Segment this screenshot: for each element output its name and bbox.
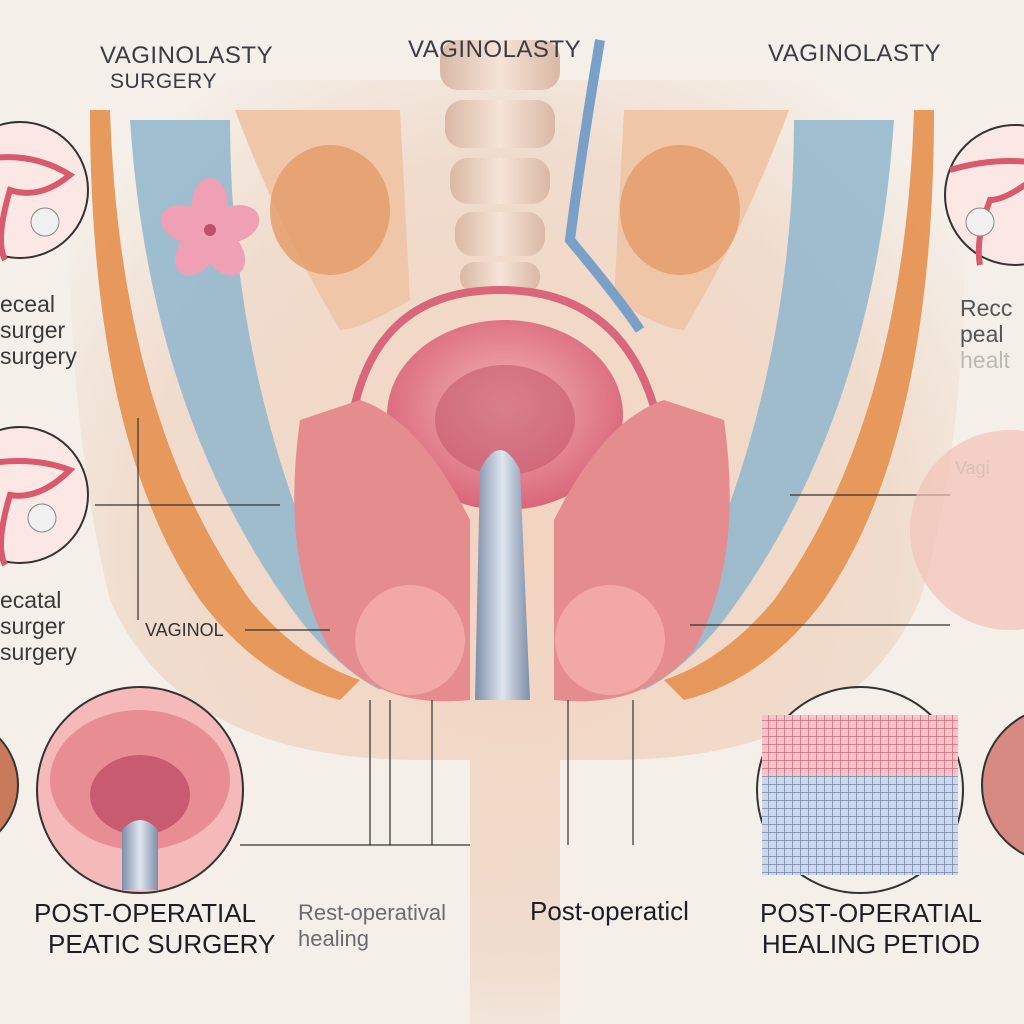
vessel	[564, 39, 645, 333]
header-center: VAGINOLASTY	[408, 36, 582, 63]
inset-right-upper	[944, 124, 1024, 266]
left-lower-line2: surger	[0, 612, 66, 639]
caption-left-line1: POST-OPERATIAL	[34, 898, 257, 928]
inset-right-middle	[910, 430, 1024, 630]
left-lower-line3: surgery	[0, 638, 77, 665]
left-upper-line2: surger	[0, 316, 66, 343]
right-upper-line1: Recc	[960, 295, 1013, 321]
caption-center-left: Rest-operatival healing	[298, 900, 446, 952]
header-left-line1: VAGINOLASTY	[100, 42, 274, 69]
right-ghost-label: Vagi	[955, 458, 990, 478]
header-left-line2: SURGERY	[110, 70, 217, 93]
flower-icon	[160, 178, 260, 276]
inset-bottom-left	[36, 686, 244, 894]
left-upper-line3: surgery	[0, 342, 77, 369]
caption-right-line2: HEALING PETIOD	[761, 928, 981, 959]
inset-right-lower-edge	[981, 714, 1024, 856]
caption-left-line2: PEATIC SURGERY	[48, 928, 276, 959]
leaf-left	[270, 145, 390, 275]
left-upper-line1: eceal	[0, 291, 55, 317]
header-right: VAGINOLASTY	[768, 40, 942, 67]
caption-center-left-line1: Rest-operatival	[298, 900, 446, 925]
caption-center-left-line2: healing	[298, 925, 369, 951]
right-upper-line3: healt	[960, 346, 1010, 373]
left-lower-line1: ecatal	[0, 587, 62, 613]
left-lower-label: ecatal surger surgery	[0, 587, 77, 665]
inset-mesh	[756, 686, 964, 894]
right-upper-label: Recc peal healt	[960, 295, 1013, 373]
orange-band-right	[664, 110, 934, 700]
inset-left-lower-edge	[0, 737, 19, 833]
header-left: VAGINOLASTY SURGERY	[100, 42, 273, 94]
callout-label: VAGINOL	[145, 620, 224, 640]
spine	[440, 40, 560, 292]
orange-band-left	[90, 110, 360, 700]
leaf-right	[620, 145, 740, 275]
right-upper-line2: peal	[960, 320, 1004, 347]
caption-left: POST-OPERATIAL PEATIC SURGERY	[34, 898, 275, 959]
left-upper-label: eceal surger surgery	[0, 291, 77, 369]
inset-left-middle	[0, 426, 89, 567]
blue-band-right	[634, 120, 894, 690]
caption-right: POST-OPERATIAL HEALING PETIOD	[760, 898, 982, 959]
probe	[475, 450, 530, 700]
pelvic-arch	[346, 285, 664, 431]
caption-center: Post-operaticl	[530, 896, 689, 926]
caption-right-line1: POST-OPERATIAL	[760, 898, 983, 928]
inset-left-upper	[0, 121, 89, 262]
